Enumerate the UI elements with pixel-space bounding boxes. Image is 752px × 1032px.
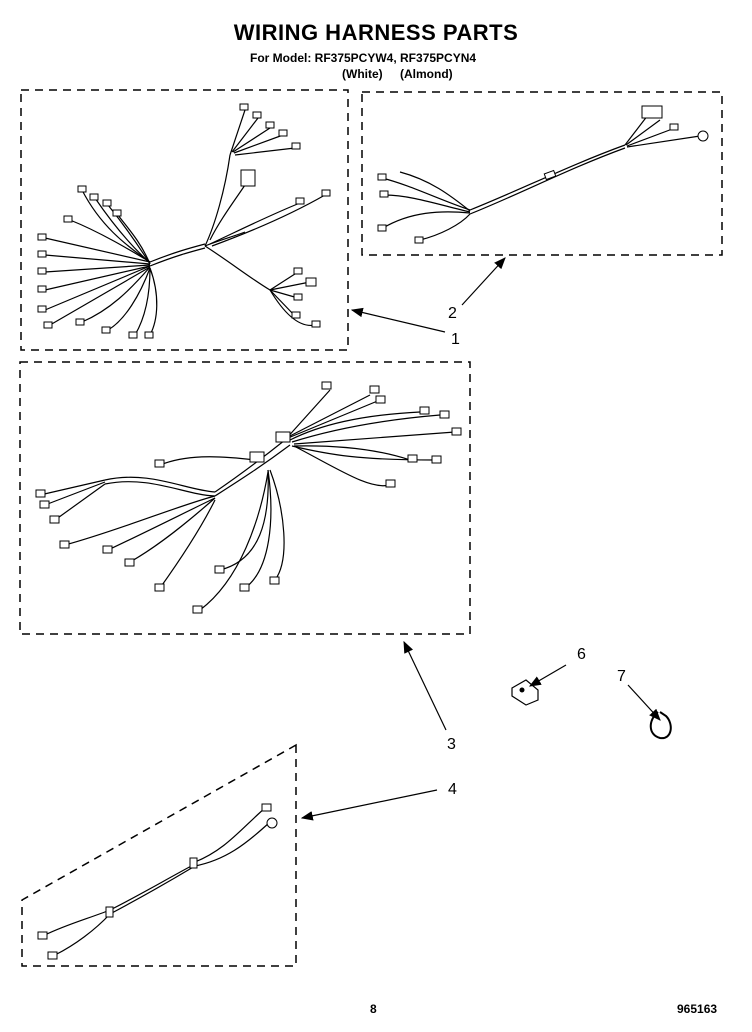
callout-2-label: 2	[448, 305, 457, 322]
callout-1-label: 1	[451, 331, 460, 348]
callout-2-leader	[461, 257, 506, 306]
part-1-boundary	[20, 89, 349, 351]
callout-4-leader	[300, 789, 438, 821]
model-line: For Model: RF375PCYW4, RF375PCYN4	[250, 51, 477, 65]
model-colors: (White) (Almond)	[342, 67, 467, 81]
document-code: 965163	[677, 1002, 718, 1016]
callout-7-label: 7	[617, 668, 626, 685]
part-4-boundary	[21, 743, 297, 967]
color-almond-label: (Almond)	[400, 67, 453, 81]
color-white-label: (White)	[342, 67, 383, 81]
callout-3-label: 3	[447, 736, 456, 753]
harness-part-4[interactable]	[21, 743, 297, 967]
part-3-boundary	[19, 361, 471, 635]
callout-3-leader	[403, 640, 447, 731]
callout-4-label: 4	[448, 781, 457, 798]
callout-7-leader	[627, 684, 661, 721]
callout-6-leader	[528, 664, 567, 687]
harness-part-2[interactable]	[361, 91, 723, 256]
callout-1-leader	[350, 307, 446, 333]
harness-part-1[interactable]	[20, 89, 349, 351]
page-number: 8	[370, 1002, 377, 1016]
clamp-part-7[interactable]	[649, 711, 672, 740]
page-title: WIRING HARNESS PARTS	[233, 20, 519, 45]
part-2-boundary	[361, 91, 723, 256]
callout-6-label: 6	[577, 646, 586, 663]
harness-part-3[interactable]	[19, 361, 471, 635]
